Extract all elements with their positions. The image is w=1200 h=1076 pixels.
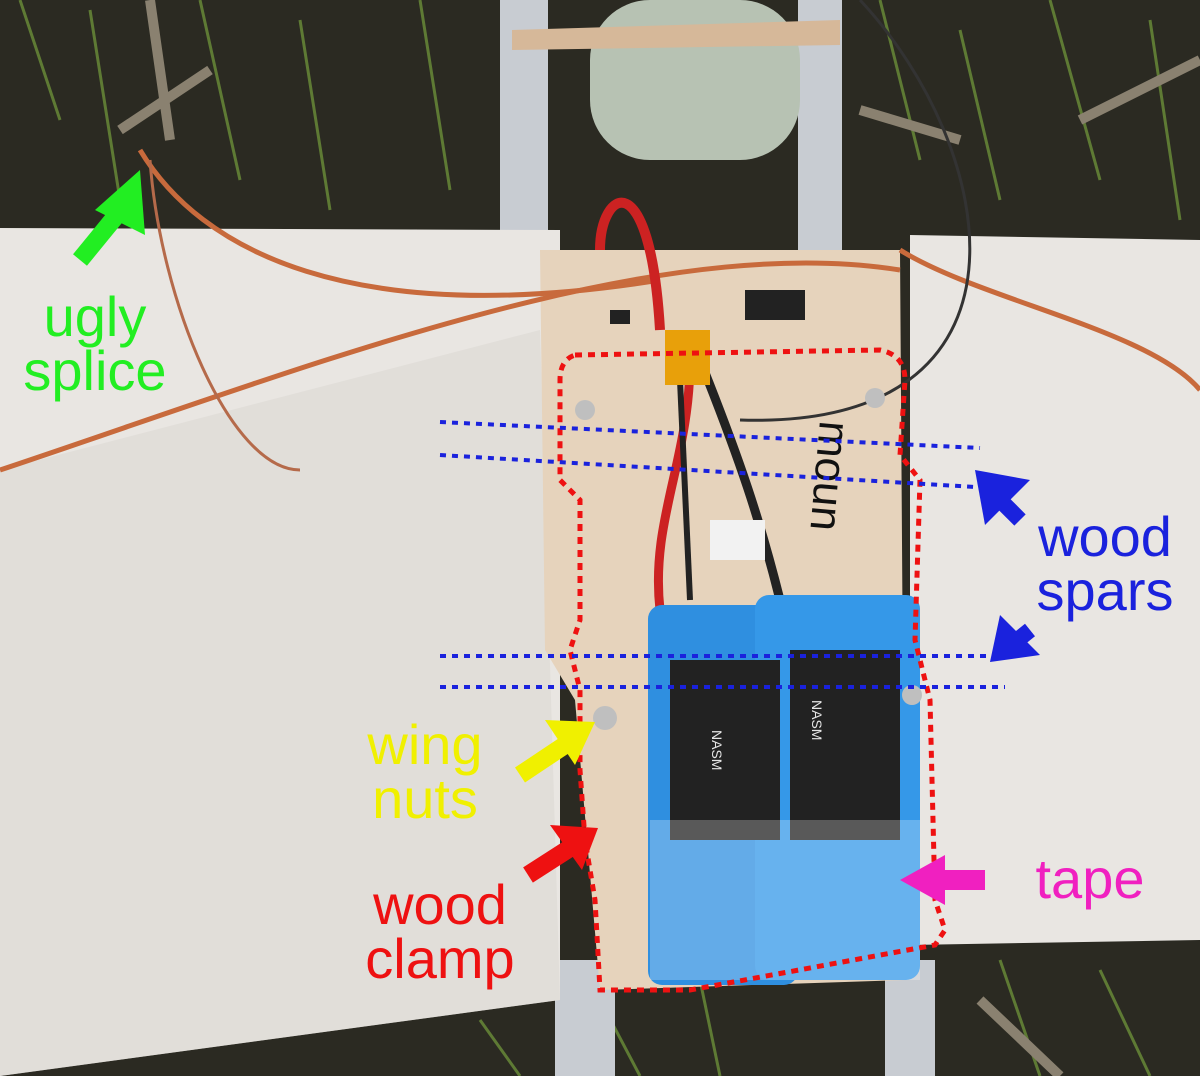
- arrow-wood-spars-upper: [975, 470, 1030, 526]
- xt60-connector: [665, 330, 710, 385]
- label-wing-nuts: wing nuts: [367, 713, 483, 830]
- arrow-tape: [900, 855, 985, 905]
- wing-nut-3: [593, 706, 617, 730]
- board-writing: moun: [800, 419, 858, 533]
- balance-lead: [710, 520, 765, 560]
- wing-nut-1: [575, 400, 595, 420]
- arrow-ugly-splice: [73, 170, 145, 266]
- label-ugly-splice: ugly splice: [23, 285, 167, 402]
- wires: [0, 0, 1200, 611]
- battery-text-right: NASM: [809, 700, 825, 740]
- arrow-wood-spars-lower: [990, 615, 1040, 662]
- battery-left-label: [670, 660, 780, 840]
- electronics-board: [745, 290, 805, 320]
- grass: [18, 0, 1182, 1076]
- arrow-wing-nuts: [515, 720, 595, 783]
- motor-mount: [512, 20, 840, 50]
- wing-nut-4: [902, 685, 922, 705]
- label-wood-spars: wood spars: [1036, 505, 1174, 622]
- twigs: [117, 0, 1200, 1076]
- clamp-outline: [557, 347, 948, 993]
- spar-lines: [439, 420, 1005, 689]
- wing-right: [910, 235, 1200, 945]
- wing-left-shadow: [0, 330, 560, 1076]
- connector-black: [610, 310, 630, 324]
- tape-wrap: [650, 820, 920, 980]
- battery-right-label: [790, 650, 900, 840]
- arrow-wood-clamp: [523, 825, 598, 883]
- battery-text-left: NASM: [709, 730, 725, 770]
- wing-nut-2: [865, 388, 885, 408]
- label-wood-clamp: wood clamp: [365, 873, 515, 990]
- label-tape: tape: [1035, 847, 1145, 910]
